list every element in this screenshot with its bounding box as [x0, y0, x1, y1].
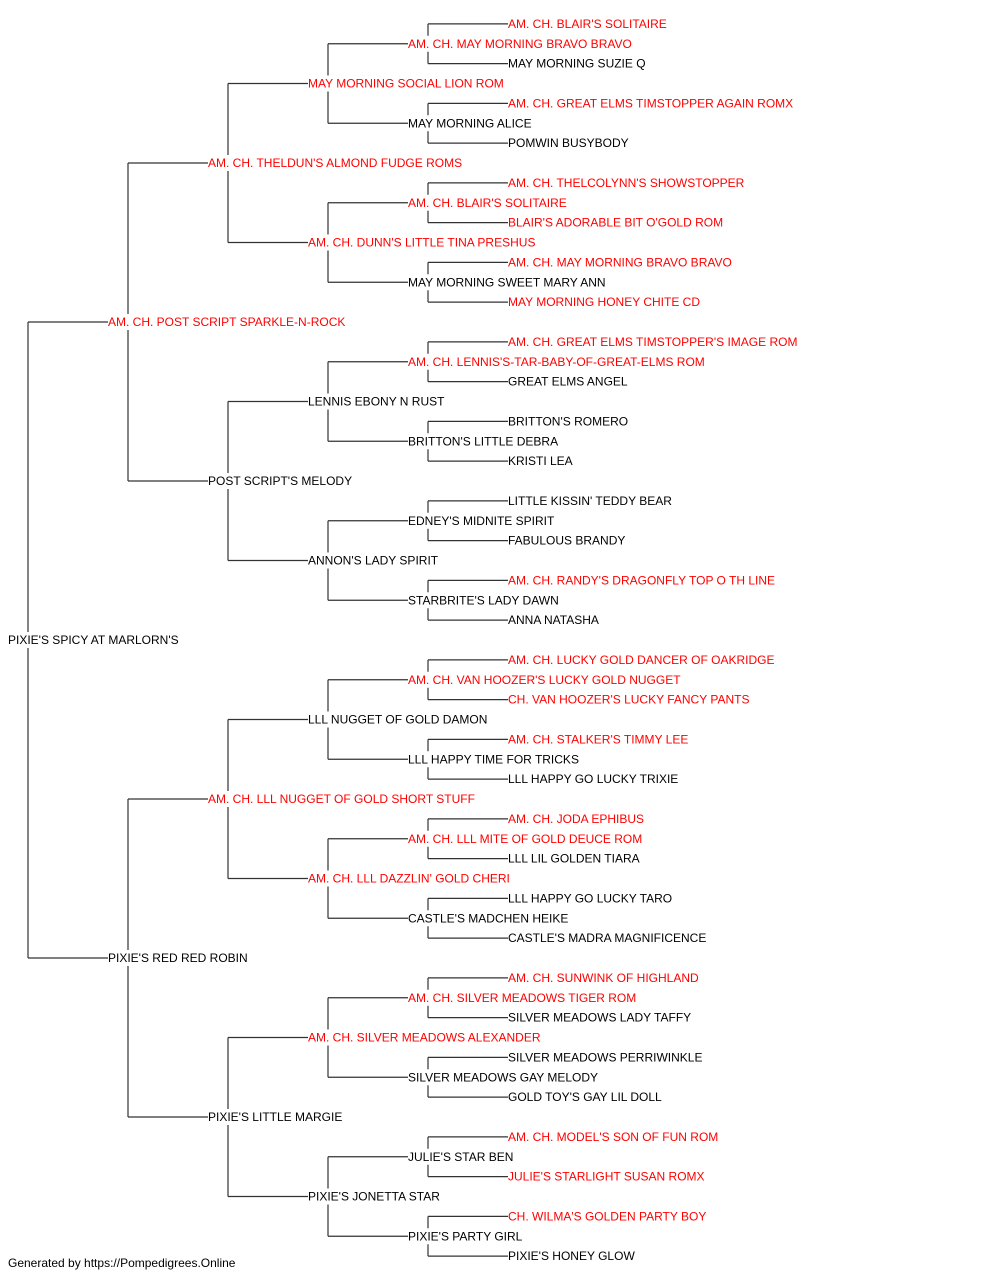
dog-name-gen-3: AM. CH. SILVER MEADOWS ALEXANDER [308, 1031, 541, 1045]
dog-name-gen-5: LLL HAPPY GO LUCKY TRIXIE [508, 772, 678, 786]
dog-name-gen-5: AM. CH. THELCOLYNN'S SHOWSTOPPER [508, 176, 745, 190]
dog-name-gen-4: STARBRITE'S LADY DAWN [408, 593, 559, 607]
dog-name-gen-5: MAY MORNING SUZIE Q [508, 57, 646, 71]
dog-name-gen-5: LLL HAPPY GO LUCKY TARO [508, 891, 672, 905]
dog-name-gen-5: AM. CH. STALKER'S TIMMY LEE [508, 732, 688, 746]
dog-name-gen-4: AM. CH. VAN HOOZER'S LUCKY GOLD NUGGET [408, 673, 681, 687]
dog-name-gen-4: AM. CH. BLAIR'S SOLITAIRE [408, 196, 567, 210]
dog-name-gen-4: AM. CH. LENNIS'S-TAR-BABY-OF-GREAT-ELMS … [408, 355, 705, 369]
dog-name-gen-2: PIXIE'S LITTLE MARGIE [208, 1110, 342, 1124]
dog-name-gen-0: PIXIE'S SPICY AT MARLORN'S [8, 633, 179, 647]
dog-name-gen-5: CH. WILMA'S GOLDEN PARTY BOY [508, 1209, 706, 1223]
dog-name-gen-5: AM. CH. BLAIR'S SOLITAIRE [508, 17, 667, 31]
dog-name-gen-4: JULIE'S STAR BEN [408, 1150, 513, 1164]
dog-name-gen-2: POST SCRIPT'S MELODY [208, 474, 352, 488]
dog-name-gen-5: AM. CH. GREAT ELMS TIMSTOPPER AGAIN ROMX [508, 96, 793, 110]
dog-name-gen-5: LITTLE KISSIN' TEDDY BEAR [508, 494, 672, 508]
dog-name-gen-5: JULIE'S STARLIGHT SUSAN ROMX [508, 1170, 705, 1184]
dog-name-gen-4: PIXIE'S PARTY GIRL [408, 1229, 523, 1243]
dog-name-gen-5: POMWIN BUSYBODY [508, 136, 629, 150]
dog-name-gen-5: CASTLE'S MADRA MAGNIFICENCE [508, 931, 706, 945]
dog-name-gen-5: AM. CH. MAY MORNING BRAVO BRAVO [508, 255, 732, 269]
dog-name-gen-3: LENNIS EBONY N RUST [308, 395, 445, 409]
dog-name-gen-5: CH. VAN HOOZER'S LUCKY FANCY PANTS [508, 693, 749, 707]
dog-name-gen-5: BLAIR'S ADORABLE BIT O'GOLD ROM [508, 216, 723, 230]
dog-name-gen-4: SILVER MEADOWS GAY MELODY [408, 1070, 598, 1084]
dog-name-gen-1: AM. CH. POST SCRIPT SPARKLE-N-ROCK [108, 315, 345, 329]
dog-name-gen-3: PIXIE'S JONETTA STAR [308, 1190, 440, 1204]
dog-name-gen-3: ANNON'S LADY SPIRIT [308, 554, 439, 568]
dog-name-gen-4: CASTLE'S MADCHEN HEIKE [408, 911, 568, 925]
dog-name-gen-3: MAY MORNING SOCIAL LION ROM [308, 77, 504, 91]
dog-name-gen-4: BRITTON'S LITTLE DEBRA [408, 434, 558, 448]
dog-name-gen-5: ANNA NATASHA [508, 613, 599, 627]
dog-name-gen-2: AM. CH. LLL NUGGET OF GOLD SHORT STUFF [208, 792, 475, 806]
dog-name-gen-3: LLL NUGGET OF GOLD DAMON [308, 713, 487, 727]
dog-name-gen-5: AM. CH. MODEL'S SON OF FUN ROM [508, 1130, 718, 1144]
dog-name-gen-5: AM. CH. LUCKY GOLD DANCER OF OAKRIDGE [508, 653, 775, 667]
dog-name-gen-5: SILVER MEADOWS LADY TAFFY [508, 1011, 691, 1025]
dog-name-gen-5: AM. CH. RANDY'S DRAGONFLY TOP O TH LINE [508, 573, 775, 587]
pedigree-lines [27, 23, 508, 1257]
dog-name-gen-5: AM. CH. JODA EPHIBUS [508, 812, 644, 826]
dog-name-gen-4: MAY MORNING ALICE [408, 116, 532, 130]
dog-name-gen-1: PIXIE'S RED RED ROBIN [108, 951, 248, 965]
dog-name-gen-5: AM. CH. GREAT ELMS TIMSTOPPER'S IMAGE RO… [508, 335, 797, 349]
dog-name-gen-3: AM. CH. LLL DAZZLIN' GOLD CHERI [308, 872, 510, 886]
dog-name-gen-2: AM. CH. THELDUN'S ALMOND FUDGE ROMS [208, 156, 462, 170]
pedigree-names: AM. CH. BLAIR'S SOLITAIRE MAY MORNING SUZ… [8, 17, 797, 1263]
dog-name-gen-3: AM. CH. DUNN'S LITTLE TINA PRESHUS [308, 236, 535, 250]
dog-name-gen-5: GOLD TOY'S GAY LIL DOLL [508, 1090, 662, 1104]
footer-credit: Generated by https://Pompedigrees.Online [8, 1256, 236, 1270]
dog-name-gen-5: FABULOUS BRANDY [508, 534, 625, 548]
dog-name-gen-4: LLL HAPPY TIME FOR TRICKS [408, 752, 579, 766]
dog-name-gen-5: MAY MORNING HONEY CHITE CD [508, 295, 700, 309]
dog-name-gen-5: KRISTI LEA [508, 454, 573, 468]
dog-name-gen-5: GREAT ELMS ANGEL [508, 375, 628, 389]
dog-name-gen-5: LLL LIL GOLDEN TIARA [508, 852, 640, 866]
dog-name-gen-5: SILVER MEADOWS PERRIWINKLE [508, 1050, 702, 1064]
dog-name-gen-4: EDNEY'S MIDNITE SPIRIT [408, 514, 555, 528]
dog-name-gen-4: MAY MORNING SWEET MARY ANN [408, 275, 606, 289]
dog-name-gen-4: AM. CH. LLL MITE OF GOLD DEUCE ROM [408, 832, 642, 846]
dog-name-gen-5: BRITTON'S ROMERO [508, 414, 628, 428]
dog-name-gen-5: AM. CH. SUNWINK OF HIGHLAND [508, 971, 699, 985]
dog-name-gen-5: PIXIE'S HONEY GLOW [508, 1249, 635, 1263]
dog-name-gen-4: AM. CH. SILVER MEADOWS TIGER ROM [408, 991, 636, 1005]
dog-name-gen-4: AM. CH. MAY MORNING BRAVO BRAVO [408, 37, 632, 51]
